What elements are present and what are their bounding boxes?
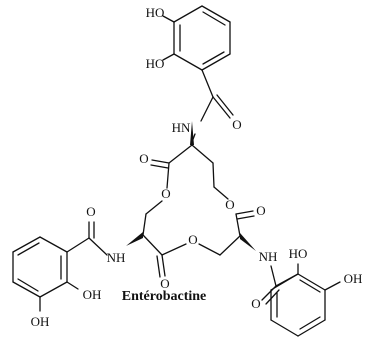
double-bond	[299, 316, 321, 330]
top-ho-label-2: HO	[146, 56, 165, 71]
bond	[191, 144, 214, 164]
bond	[12, 281, 41, 298]
bond	[200, 96, 214, 122]
right-catechol-ring	[270, 263, 341, 337]
double-bond	[156, 255, 161, 278]
bond	[213, 186, 229, 200]
bond	[66, 281, 79, 290]
bond	[166, 162, 170, 189]
left-nh-label: NH	[107, 250, 126, 265]
top-amide-o-label: O	[232, 117, 241, 132]
ring-o-label-3: O	[225, 197, 234, 212]
ring-o-label-4: O	[256, 203, 265, 218]
bond	[142, 213, 147, 236]
left-oh-label-2: OH	[31, 314, 50, 329]
right-nh-label: NH	[259, 249, 278, 264]
double-bond	[265, 289, 280, 305]
top-catechol-ring	[162, 5, 231, 98]
top-ho-label-1: HO	[146, 5, 165, 20]
bond	[39, 281, 68, 298]
stereo-wedge	[240, 233, 256, 251]
bond	[162, 15, 175, 23]
double-bond	[150, 164, 169, 169]
bond	[235, 210, 254, 215]
double-bond	[216, 94, 234, 116]
bond	[270, 265, 277, 287]
left-catechol-ring	[12, 236, 79, 312]
right-amide-o-label: O	[251, 296, 260, 311]
ring-o-label-6: O	[160, 276, 169, 291]
bond	[142, 234, 163, 256]
bond	[39, 236, 68, 253]
bond	[201, 5, 231, 23]
bond	[151, 159, 170, 164]
bond	[88, 237, 108, 256]
stereo-wedge	[190, 121, 194, 145]
bond	[324, 281, 341, 291]
bond	[270, 319, 299, 337]
bond	[198, 243, 221, 256]
bond	[145, 200, 163, 215]
right-ho-label: HO	[289, 246, 308, 261]
bond	[212, 96, 231, 119]
bond	[235, 213, 241, 237]
double-bond	[17, 278, 39, 292]
bond	[270, 273, 299, 291]
trilactone-ring	[142, 144, 255, 278]
double-bond	[236, 215, 255, 220]
double-bond	[299, 279, 321, 293]
bond	[219, 235, 241, 256]
bond	[173, 5, 203, 23]
bond	[168, 144, 193, 164]
bond	[212, 162, 215, 188]
bond	[12, 236, 41, 253]
bond	[297, 273, 326, 291]
bond	[66, 237, 90, 253]
bond	[161, 254, 166, 277]
stereo-wedge	[126, 232, 143, 246]
top-hn-label: HN	[172, 120, 191, 135]
double-bond	[17, 242, 40, 256]
bond	[161, 243, 187, 256]
double-bond	[202, 11, 226, 26]
ring-o-label-2: O	[161, 186, 170, 201]
bond	[162, 53, 175, 61]
ring-o-label-1: O	[139, 151, 148, 166]
ring-o-label-5: O	[188, 232, 197, 247]
left-oh-label-1: OH	[83, 287, 102, 302]
right-oh-label: OH	[344, 271, 363, 286]
bond	[201, 53, 231, 71]
bond	[201, 69, 214, 98]
bond	[173, 53, 203, 71]
molecule-name: Entérobactine	[122, 289, 207, 304]
left-amide-o-label: O	[86, 204, 95, 219]
double-bond	[202, 51, 225, 65]
bond	[297, 319, 326, 337]
